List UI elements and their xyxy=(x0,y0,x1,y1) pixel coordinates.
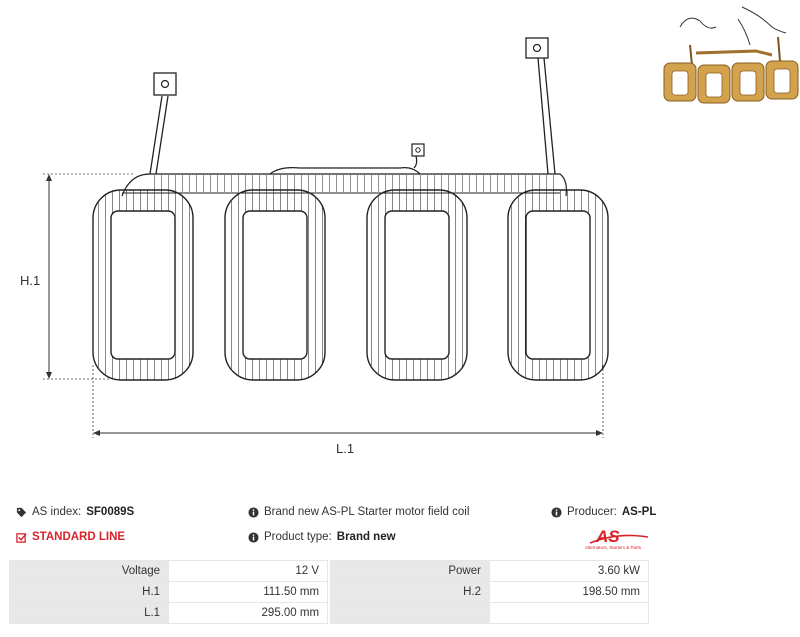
coil-4 xyxy=(507,189,609,381)
as-index-label: AS index: xyxy=(32,506,82,518)
spec-value: 3.60 kW xyxy=(488,560,650,582)
copper-coil-photo xyxy=(663,6,799,104)
tag-icon xyxy=(16,507,27,517)
as-index: AS index: SF0089S xyxy=(16,506,134,518)
l1-dimension-label: L.1 xyxy=(336,441,354,456)
dimension-l1: L.1 xyxy=(92,365,604,456)
h1-dimension-label: H.1 xyxy=(20,273,40,288)
spec-value: 12 V xyxy=(168,560,329,582)
as-pl-logo: AS xyxy=(589,527,649,546)
product-type: Product type: Brand new xyxy=(248,531,396,543)
standard-line: STANDARD LINE xyxy=(16,531,125,543)
table-row: H.1 111.50 mm H.2 198.50 mm xyxy=(8,581,650,603)
description: Brand new AS-PL Starter motor field coil xyxy=(248,506,469,518)
producer-label: Producer: xyxy=(567,506,617,518)
description-text: Brand new AS-PL Starter motor field coil xyxy=(264,506,470,518)
coil-2 xyxy=(224,189,326,381)
producer: Producer: AS-PL xyxy=(551,506,656,518)
spec-key: L.1 xyxy=(8,602,170,624)
specifications-table: Voltage 12 V Power 3.60 kW H.1 111.50 mm… xyxy=(8,560,650,624)
spec-value: 111.50 mm xyxy=(168,581,329,603)
field-coil-drawing: H.1 L.1 xyxy=(20,37,609,456)
producer-value: AS-PL xyxy=(621,506,657,518)
standard-line-label: STANDARD LINE xyxy=(32,531,126,543)
terminal-left xyxy=(149,72,177,175)
info-icon xyxy=(551,506,562,518)
terminal-middle xyxy=(411,143,425,169)
info-icon xyxy=(248,531,259,543)
spec-key: H.2 xyxy=(330,581,490,603)
product-type-value: Brand new xyxy=(336,531,396,543)
table-row: L.1 295.00 mm xyxy=(8,602,650,624)
terminal-right xyxy=(525,37,556,175)
info-icon xyxy=(248,506,259,518)
coil-3 xyxy=(366,189,468,381)
coil-1 xyxy=(92,189,194,381)
spec-key: Voltage xyxy=(8,560,170,582)
logo-tagline: Alternators, Starters & Parts xyxy=(585,545,642,550)
spec-key: Power xyxy=(330,560,490,582)
as-index-value: SF0089S xyxy=(86,506,135,518)
spec-key: H.1 xyxy=(8,581,170,603)
product-type-label: Product type: xyxy=(264,531,332,543)
spec-value xyxy=(488,602,650,624)
table-row: Voltage 12 V Power 3.60 kW xyxy=(8,560,650,582)
spec-value: 295.00 mm xyxy=(168,602,329,624)
dimension-h1: H.1 xyxy=(20,173,135,380)
bus-wire xyxy=(121,167,567,197)
checkbox-icon xyxy=(16,532,27,543)
spec-value: 198.50 mm xyxy=(488,581,650,603)
logo-text: AS xyxy=(595,527,620,546)
spec-key xyxy=(330,602,490,624)
